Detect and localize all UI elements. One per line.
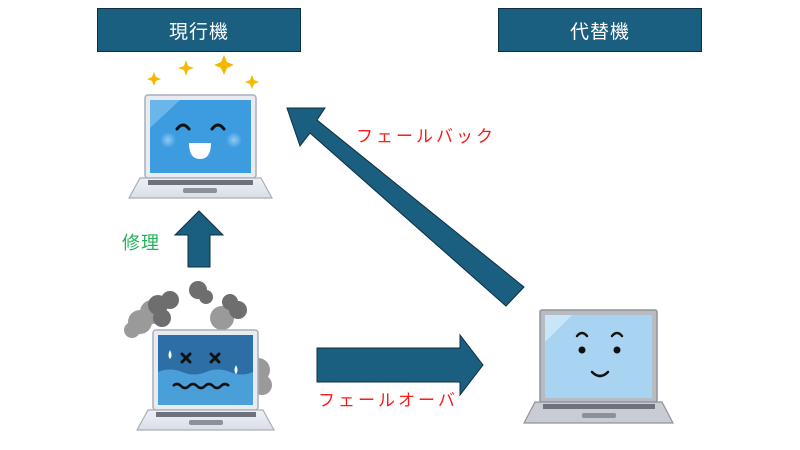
failover-label: フェールオーバ — [318, 391, 458, 411]
failover-arrow — [316, 333, 484, 397]
laptop-alternate — [523, 309, 674, 424]
repair-arrow — [173, 210, 225, 268]
header-alternate-machine: 代替機 — [498, 8, 702, 52]
header-current-machine: 現行機 — [97, 8, 301, 52]
smoke-icon — [124, 281, 272, 395]
failback-arrow — [286, 107, 525, 307]
laptop-broken-current — [124, 281, 276, 431]
failback-label: フェールバック — [356, 127, 496, 147]
repair-label: 修理 — [122, 233, 160, 254]
sparkle-icon — [147, 55, 259, 89]
laptop-happy-current — [127, 55, 274, 199]
